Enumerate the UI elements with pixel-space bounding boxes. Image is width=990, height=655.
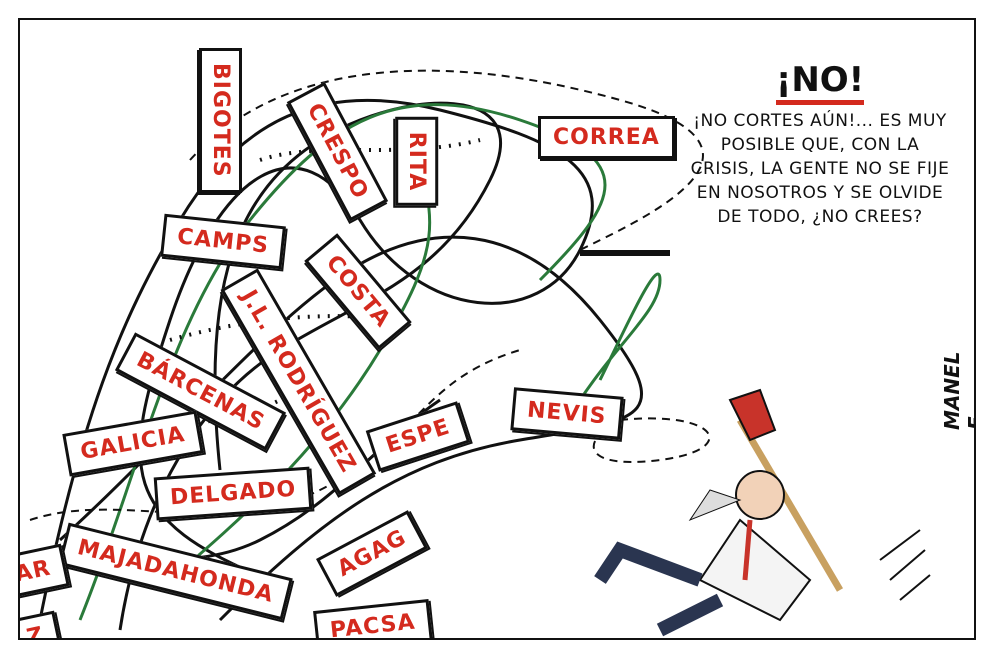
artist-signature: MANEL F. [940, 351, 976, 430]
label-correa: CORREA [538, 116, 675, 159]
label-bigotes: BIGOTES [199, 48, 242, 193]
cut-line [580, 250, 670, 256]
label-rita: RITA [395, 116, 439, 207]
cartoon-panel: BIGOTES CRESPO RITA CORREA CAMPS COSTA J… [18, 18, 976, 640]
man-with-axe-figure [594, 388, 931, 637]
speech-text: ¡NO! ¡NO CORTES AÚN!... ES MUY POSIBLE Q… [690, 60, 950, 229]
speech-exclamation: ¡NO! [775, 60, 865, 105]
speech-body: ¡NO CORTES AÚN!... ES MUY POSIBLE QUE, C… [690, 111, 950, 227]
